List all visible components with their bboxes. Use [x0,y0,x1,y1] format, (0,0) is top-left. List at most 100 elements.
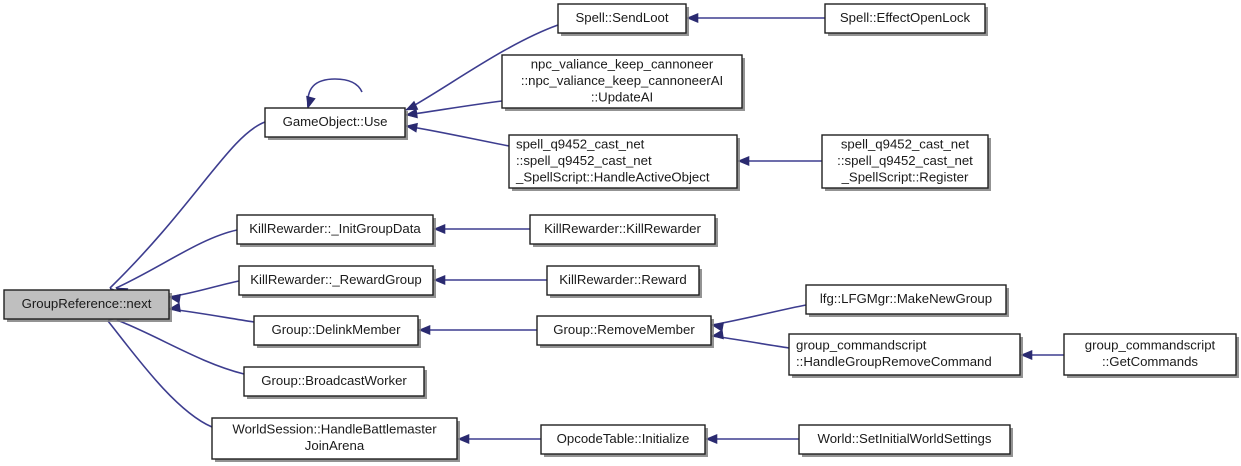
edge-lfg_lfgmgr_makenewgroup-to-group_removemember [711,304,807,332]
node-label-line: World::SetInitialWorldSettings [818,431,992,446]
arrowhead [418,325,431,335]
node-killrewarder_rewardgroup[interactable]: KillRewarder::_RewardGroup [238,265,436,298]
node-label-line: OpcodeTable::Initialize [557,431,690,446]
edge-spell_q9452_cast_net_register-to-spell_q9452_cast_net_handleactiveobject [737,156,822,166]
arrowhead [711,322,724,332]
arrowhead [433,224,446,234]
node-label-line: npc_valiance_keep_cannoneer [531,56,714,71]
node-group_delinkmember[interactable]: Group::DelinkMember [253,315,421,348]
node-group_commandscript_getcommands[interactable]: group_commandscript::GetCommands [1063,333,1239,378]
node-box[interactable] [508,134,738,189]
arrowhead [737,156,750,166]
node-label-line: GameObject::Use [283,114,388,129]
node-gameobject_use[interactable]: GameObject::Use [264,107,408,140]
arrowhead [405,100,419,111]
node-label-line: group_commandscript [796,338,927,353]
edge-spell_sendloot-to-gameobject_use [405,24,559,111]
node-label-line: Group::BroadcastWorker [261,373,407,388]
node-label-line: _SpellScript::Register [841,169,969,184]
edge-line [711,304,807,326]
node-lfg_lfgmgr_makenewgroup[interactable]: lfg::LFGMgr::MakeNewGroup [805,284,1009,317]
node-box[interactable] [1063,333,1237,376]
node-killrewarder_initgroupdata[interactable]: KillRewarder::_InitGroupData [236,214,436,247]
node-opcodetable_initialize[interactable]: OpcodeTable::Initialize [540,424,708,457]
node-box[interactable] [798,424,1011,455]
node-label-line: KillRewarder::_RewardGroup [250,272,422,287]
node-box[interactable] [821,134,989,189]
node-label-line: ::HandleGroupRemoveCommand [796,354,992,369]
edge-group_commandscript_handlegroupremovecommand-to-group_removemember [711,329,790,349]
edge-line [115,229,238,289]
edge-killrewarder_killrewarder-to-killrewarder_initgroupdata [433,224,530,234]
node-box[interactable] [238,265,434,296]
arrowhead [306,95,316,109]
arrowhead [705,434,718,444]
node-label-line: KillRewarder::_InitGroupData [249,221,421,236]
edge-killrewarder_reward-to-killrewarder_rewardgroup [433,275,547,285]
node-group_broadcastworker[interactable]: Group::BroadcastWorker [243,366,427,399]
node-spell_effectopenlock[interactable]: Spell::EffectOpenLock [824,3,988,36]
node-group_removemember[interactable]: Group::RemoveMember [536,315,714,348]
node-label-line: KillRewarder::Reward [559,272,687,287]
node-label-line: ::UpdateAI [591,89,653,104]
edge-killrewarder_rewardgroup-to-group_reference_next [168,280,240,304]
node-label-line: lfg::LFGMgr::MakeNewGroup [820,291,992,306]
node-label-line: JoinArena [305,438,365,453]
node-box[interactable] [536,315,712,346]
node-spell_q9452_cast_net_register[interactable]: spell_q9452_cast_net::spell_q9452_cast_n… [821,134,991,191]
node-box[interactable] [540,424,706,455]
node-killrewarder_killrewarder[interactable]: KillRewarder::KillRewarder [529,214,718,247]
node-label-line: spell_q9452_cast_net [516,136,645,151]
node-box[interactable] [3,289,170,320]
node-label-line: ::spell_q9452_cast_net [516,153,652,168]
node-label-line: ::npc_valiance_keep_cannoneerAI [521,73,723,88]
edge-line [306,78,363,109]
node-box[interactable] [557,3,687,34]
node-label-line: spell_q9452_cast_net [841,136,970,151]
edge-group_commandscript_getcommands-to-group_commandscript_handlegroupremovecommand [1020,350,1064,360]
node-box[interactable] [788,333,1021,376]
edge-line [405,100,503,116]
edge-killrewarder_initgroupdata-to-group_reference_next [115,229,238,298]
arrowhead [711,329,724,340]
node-box[interactable] [805,284,1007,315]
node-label-line: KillRewarder::KillRewarder [544,221,701,236]
node-spell_sendloot[interactable]: Spell::SendLoot [557,3,689,36]
edge-line [109,121,266,289]
edge-world_setinitialworldsettings-to-opcodetable_initialize [705,434,799,444]
edge-spell_effectopenlock-to-spell_sendloot [686,13,825,23]
node-npc_valiance_keep_cannoneer_updateai[interactable]: npc_valiance_keep_cannoneer::npc_valianc… [501,54,745,111]
node-box[interactable] [211,417,458,460]
edge-opcodetable_initialize-to-worldsession_handlebattlemasterjoinarena [457,434,541,444]
node-box[interactable] [824,3,986,34]
edge-line [168,308,255,323]
node-world_setinitialworldsettings[interactable]: World::SetInitialWorldSettings [798,424,1013,457]
node-box[interactable] [501,54,743,109]
edge-line [405,125,510,147]
node-label-line: Spell::EffectOpenLock [840,10,971,25]
node-spell_q9452_cast_net_handleactiveobject[interactable]: spell_q9452_cast_net::spell_q9452_cast_n… [508,134,740,191]
node-box[interactable] [253,315,419,346]
arrowhead [405,122,418,133]
node-worldsession_handlebattlemasterjoinarena[interactable]: WorldSession::HandleBattlemasterJoinAren… [211,417,460,462]
arrowhead [686,13,699,23]
node-box[interactable] [529,214,716,245]
node-label-line: GroupReference::next [22,296,152,311]
node-box[interactable] [264,107,406,138]
node-label-line: ::spell_q9452_cast_net [837,153,973,168]
arrowhead [433,275,446,285]
node-layer: GroupReference::next GameObject::Use Spell… [3,3,1239,462]
node-group_reference_next[interactable]: GroupReference::next [3,289,172,322]
edge-line [405,24,559,111]
edge-spell_q9452_cast_net_handleactiveobject-to-gameobject_use [405,122,510,147]
node-label-line: _SpellScript::HandleActiveObject [515,169,710,184]
node-box[interactable] [243,366,425,397]
node-box[interactable] [236,214,434,245]
node-killrewarder_reward[interactable]: KillRewarder::Reward [546,265,702,298]
node-group_commandscript_handlegroupremovecommand[interactable]: group_commandscript::HandleGroupRemoveCo… [788,333,1023,378]
edge-group_delinkmember-to-group_reference_next [168,302,255,323]
edge-worldsession_handlebattlemasterjoinarena-to-group_reference_next [107,310,213,428]
node-box[interactable] [546,265,700,296]
